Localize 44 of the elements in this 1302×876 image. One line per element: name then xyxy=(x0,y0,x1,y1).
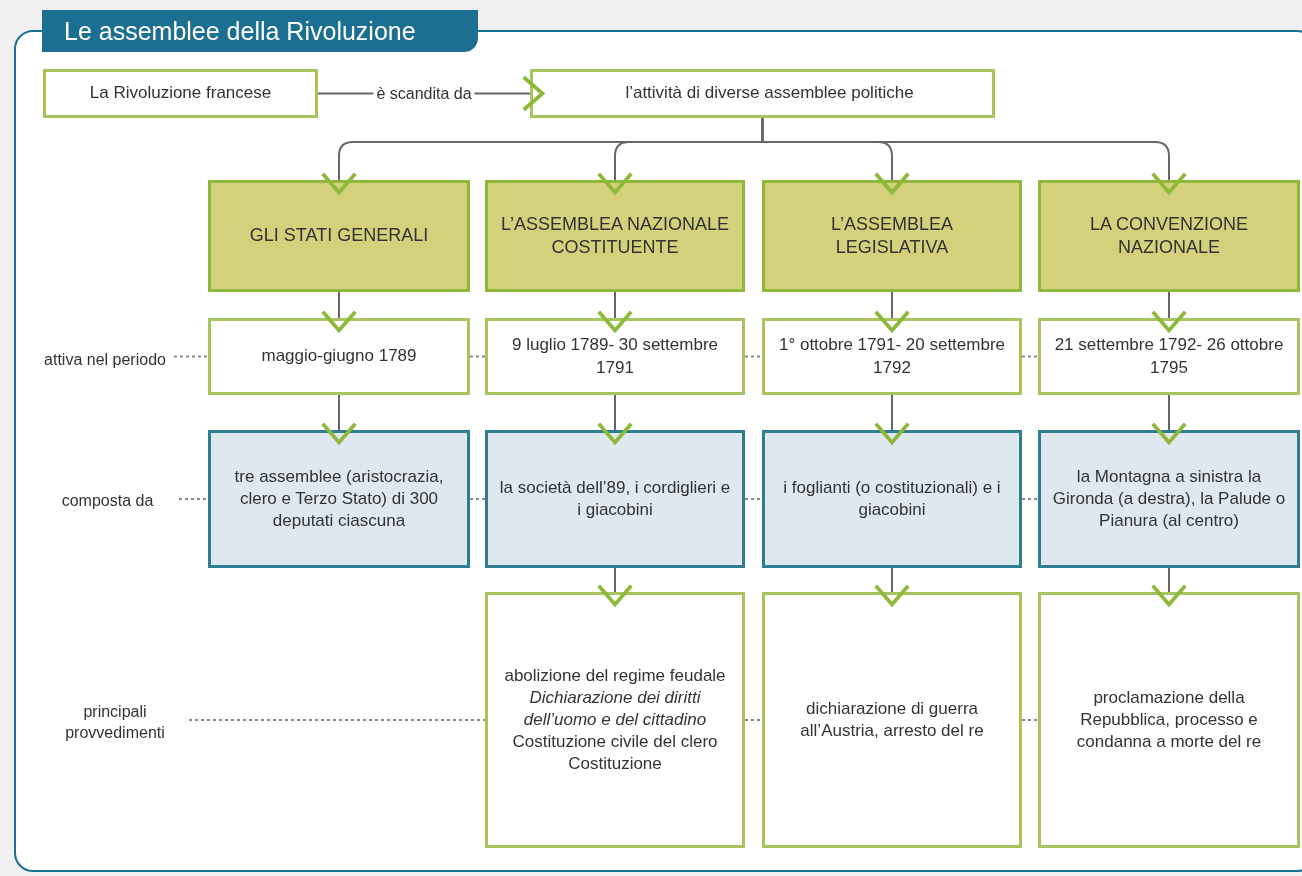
arrow xyxy=(1150,567,1188,607)
assembly-box: GLI STATI GENERALI xyxy=(208,180,470,292)
arrow xyxy=(596,567,634,607)
dotted-leader-line xyxy=(744,498,763,500)
dotted-leader-line xyxy=(469,498,486,500)
arrow xyxy=(1150,394,1188,445)
arrow xyxy=(596,394,634,445)
row-label: attiva nel periodo xyxy=(40,335,170,385)
assembly-box: LA CONVENZIONE NAZIONALE xyxy=(1038,180,1300,292)
dotted-leader-line xyxy=(173,355,209,358)
text-box: proclamazione della Repubblica, processo e condanna a morte del re xyxy=(1038,592,1300,848)
arrow xyxy=(320,394,358,445)
composition-box: tre assemblee (aristocrazia, clero e Terzo Stato) di 300 deputati ciascuna xyxy=(208,430,470,568)
arrow xyxy=(1150,291,1188,333)
dotted-leader-line xyxy=(1021,719,1039,721)
title: Le assemblee della Rivoluzione xyxy=(42,10,478,52)
dotted-leader-line xyxy=(178,498,209,500)
row-label: principali provvedimenti xyxy=(45,698,185,748)
composition-box: i foglianti (o costituzionali) e i giacobini xyxy=(762,430,1022,568)
arrow xyxy=(873,291,911,333)
text-box: 1° ottobre 1791- 20 settembre 1792 xyxy=(762,318,1022,395)
arrow xyxy=(873,567,911,607)
text-box: abolizione del regime feudale Dichiarazione dei diritti dell’uomo e del cittadino Costituzione civile del clero Costituzione xyxy=(485,592,745,848)
arrow xyxy=(320,291,358,333)
assembly-box: L’ASSEMBLEA NAZIONALE COSTITUENTE xyxy=(485,180,745,292)
dotted-leader-line xyxy=(1021,355,1039,358)
dotted-leader-line xyxy=(1021,498,1039,500)
dotted-leader-line xyxy=(469,355,486,358)
assembly-box: L’ASSEMBLEA LEGISLATIVA xyxy=(762,180,1022,292)
dotted-leader-line xyxy=(188,719,486,721)
arrow xyxy=(873,394,911,445)
text-box: La Rivoluzione francese xyxy=(43,69,318,118)
text-box: l’attività di diverse assemblee politiche xyxy=(530,69,995,118)
dotted-leader-line xyxy=(744,355,763,358)
text-box: maggio-giugno 1789 xyxy=(208,318,470,395)
text-box: dichiarazione di guerra all’Austria, arresto del re xyxy=(762,592,1022,848)
arrow xyxy=(596,291,634,333)
row-label: composta da xyxy=(40,488,175,514)
composition-box: la società dell’89, i cordiglieri e i giacobini xyxy=(485,430,745,568)
text-box: 9 luglio 1789- 30 settembre 1791 xyxy=(485,318,745,395)
dotted-leader-line xyxy=(744,719,763,721)
text-box: 21 settembre 1792- 26 ottobre 1795 xyxy=(1038,318,1300,395)
composition-box: la Montagna a sinistra la Gironda (a destra), la Palude o Pianura (al centro) xyxy=(1038,430,1300,568)
arrow xyxy=(761,117,1188,195)
